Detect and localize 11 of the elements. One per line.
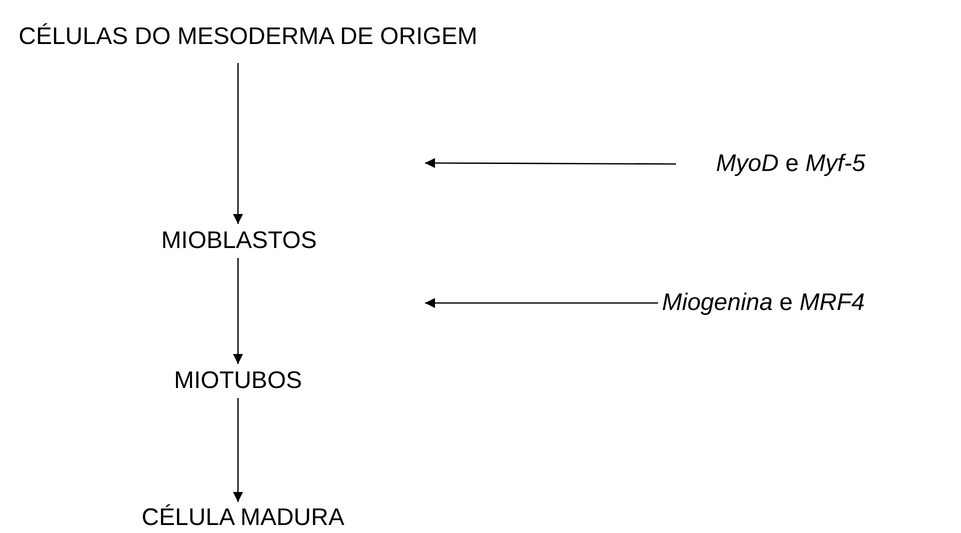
stage-label: CÉLULAS DO MESODERMA DE ORIGEM [18, 22, 478, 52]
arrow [233, 398, 243, 502]
stage-label: MIOTUBOS [172, 366, 303, 396]
arrow [233, 63, 243, 224]
stage-label: MIOBLASTOS [160, 226, 318, 256]
arrow [233, 258, 243, 364]
stage-label: CÉLULA MADURA [140, 504, 346, 532]
arrow [425, 298, 658, 308]
stage-label: MyoD e Myf-5 [716, 149, 866, 179]
stage-label: Miogenina e MRF4 [662, 288, 866, 318]
arrow [425, 158, 676, 168]
